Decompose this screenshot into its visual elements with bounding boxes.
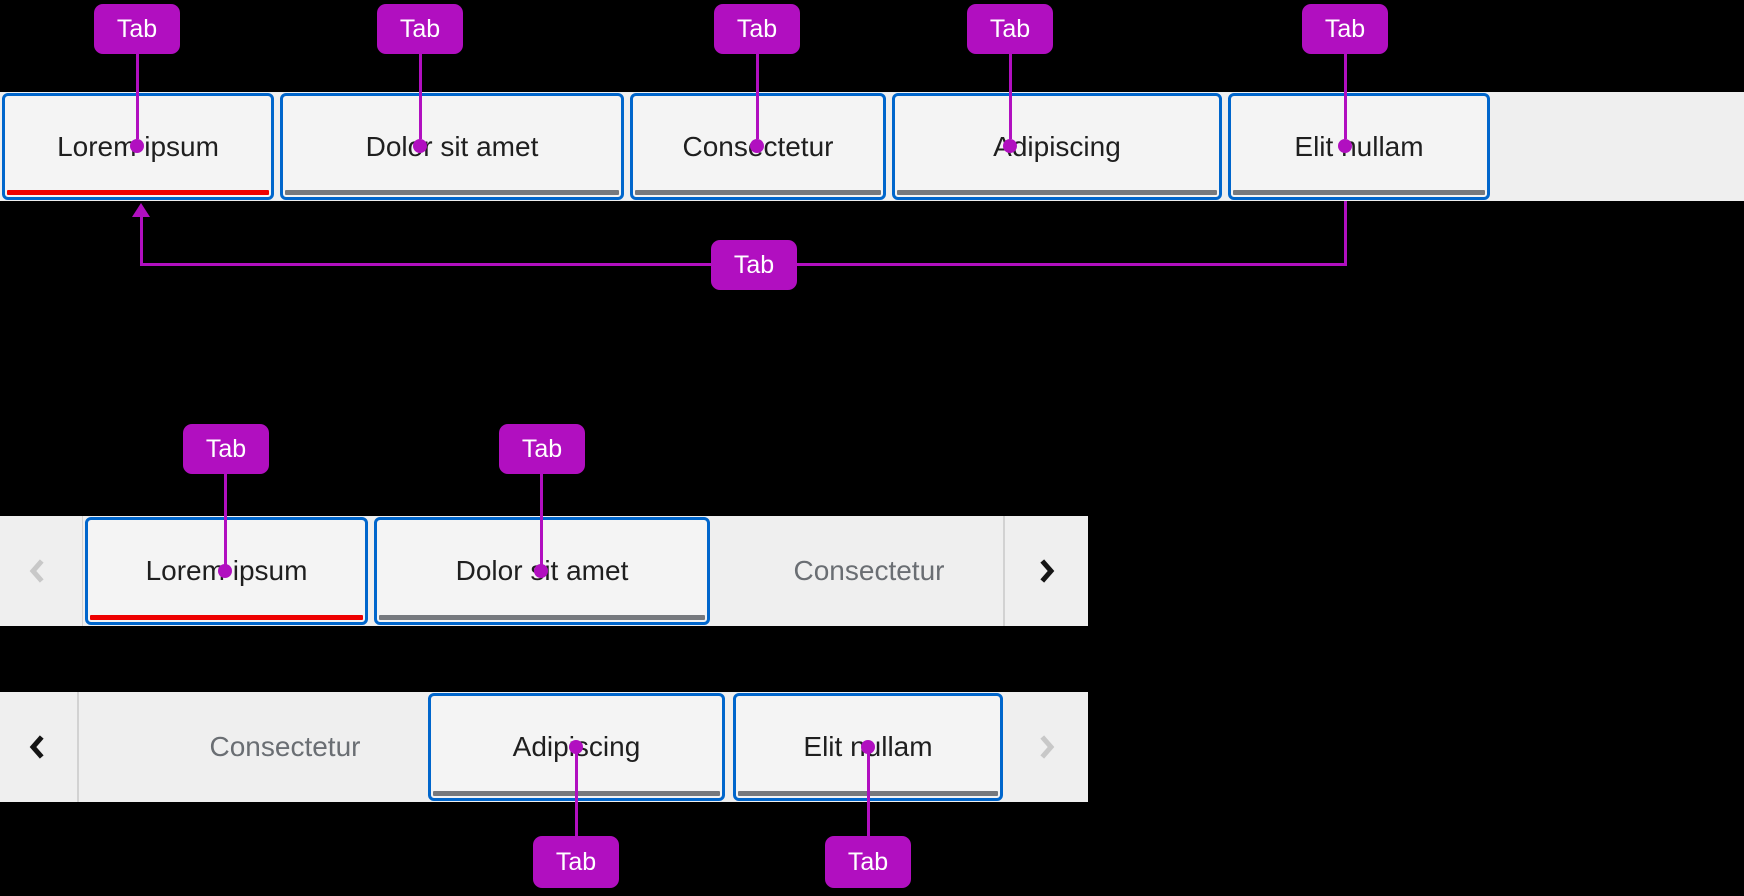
annotation-dot [569,740,583,754]
annotation-badge: Tab [1302,4,1388,54]
scroll-right-button [1024,725,1068,769]
annotation-line [140,216,143,265]
annotation-line [419,54,422,139]
annotation-line [756,54,759,139]
annotation-badge-label: Tab [205,434,247,463]
chevron-left-icon [23,556,53,586]
tab-label: Consectetur [793,555,945,586]
annotation-dot [1003,139,1017,153]
divider [1003,516,1005,626]
active-tab-underline [90,615,363,620]
annotation-badge: Tab [967,4,1053,54]
tab-elit-nullam[interactable]: Elit nullam [1228,93,1490,200]
annotation-badge: Tab [533,836,619,888]
annotation-line [136,54,139,139]
annotation-badge-label: Tab [116,14,158,43]
annotation-badge: Tab [714,4,800,54]
tab-consectetur-overflow[interactable]: Consectetur [110,692,460,802]
annotation-line [1344,201,1347,266]
annotation-line [224,474,227,571]
tab-label: Dolor sit amet [365,130,539,162]
active-tab-underline [7,190,269,195]
annotation-line [575,747,578,836]
inactive-tab-underline [285,190,619,195]
annotation-badge-label: Tab [989,14,1031,43]
inactive-tab-underline [379,615,705,620]
annotation-badge: Tab [825,836,911,888]
scroll-left-button [16,549,60,593]
annotation-badge-label: Tab [1324,14,1366,43]
chevron-right-icon [1031,732,1061,762]
annotation-line [540,474,543,571]
annotation-badge-label: Tab [555,847,597,876]
tab-dolor-sit-amet[interactable]: Dolor sit amet [280,93,624,200]
annotation-line [1344,54,1347,139]
annotation-dot [750,139,764,153]
annotation-badge: Tab [183,424,269,474]
divider [77,692,79,802]
inactive-tab-underline [635,190,881,195]
annotation-badge: Tab [499,424,585,474]
inactive-tab-underline [897,190,1217,195]
annotation-dot [1338,139,1352,153]
annotation-badge-label: Tab [736,14,778,43]
scroll-right-button[interactable] [1024,549,1068,593]
chevron-left-icon [23,732,53,762]
tab-label: Elit nullam [1294,130,1424,162]
chevron-right-icon [1031,556,1061,586]
divider [82,516,83,626]
annotation-badge: Tab [377,4,463,54]
inactive-tab-underline [1233,190,1485,195]
annotation-badge-label: Tab [847,847,889,876]
tab-consectetur-overflow[interactable]: Consectetur [722,516,1016,626]
annotation-line [1009,54,1012,139]
annotation-badge-label: Tab [733,250,775,279]
annotation-badge: Tab [711,240,797,290]
scroll-left-button[interactable] [16,725,60,769]
annotation-dot [218,564,232,578]
tab-adipiscing[interactable]: Adipiscing [892,93,1222,200]
annotation-line [867,747,870,836]
annotation-badge-label: Tab [521,434,563,463]
annotation-dot [413,139,427,153]
annotation-arrow-up [132,203,150,217]
tab-label: Consectetur [209,731,361,762]
annotation-badge: Tab [94,4,180,54]
annotation-dot [130,139,144,153]
annotation-dot [861,740,875,754]
annotation-dot [534,564,548,578]
annotation-badge-label: Tab [399,14,441,43]
